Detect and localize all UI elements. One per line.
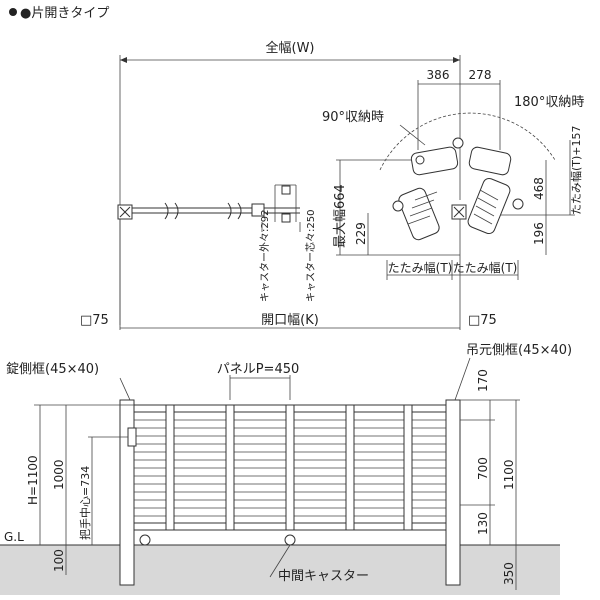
caster-d-icon bbox=[415, 155, 425, 165]
total-width-label: 全幅(W) bbox=[266, 40, 315, 56]
dim-196: 196 bbox=[532, 222, 546, 245]
title: ●片開きタイプ bbox=[20, 6, 109, 21]
folded-slats-1 bbox=[407, 191, 438, 225]
dim-700: 700 bbox=[476, 457, 490, 480]
dim-130: 130 bbox=[476, 512, 490, 535]
dim-468: 468 bbox=[532, 177, 546, 200]
height-h: H=1100 bbox=[26, 455, 40, 505]
mullion bbox=[403, 404, 413, 531]
post-right-label: □75 bbox=[468, 313, 497, 328]
caster-a-icon bbox=[392, 200, 404, 212]
label-90-leader bbox=[399, 124, 426, 146]
caster-box bbox=[251, 203, 265, 217]
folded-panel-180a bbox=[468, 146, 512, 176]
folded-panel-90a bbox=[398, 187, 440, 241]
folded-slats-2 bbox=[473, 189, 499, 225]
folded-t1: たたみ幅(T) bbox=[388, 260, 453, 275]
folded-t157: たたみ幅(T)+157 bbox=[570, 125, 583, 215]
post-right-x2 bbox=[453, 206, 465, 218]
arrow-left-icon bbox=[120, 57, 127, 63]
mullion bbox=[225, 404, 235, 531]
middle-caster-leader bbox=[269, 544, 291, 578]
arrow-right-icon bbox=[453, 57, 460, 63]
dim-170: 170 bbox=[476, 369, 490, 392]
accordion-joints bbox=[164, 202, 242, 220]
hinge-frame-label: 吊元側框(45×40) bbox=[466, 343, 572, 358]
handle-center: 把手中心=734 bbox=[78, 466, 92, 540]
label-90: 90°収納時 bbox=[322, 110, 384, 125]
dim-278: 278 bbox=[469, 68, 492, 82]
middle-caster-icon bbox=[284, 534, 296, 546]
handle bbox=[127, 427, 137, 447]
panel-pitch-label: パネルP=450 bbox=[217, 362, 300, 377]
mullion bbox=[165, 404, 175, 531]
label-180: 180°収納時 bbox=[514, 95, 584, 110]
dim-1000: 1000 bbox=[52, 459, 66, 490]
mullion bbox=[345, 404, 355, 531]
folded-t2: たたみ幅(T) bbox=[453, 260, 518, 275]
post-left-x2 bbox=[119, 206, 131, 218]
caster-left-icon bbox=[139, 534, 151, 546]
hinge-frame-leader bbox=[454, 357, 471, 401]
ground bbox=[0, 545, 560, 595]
middle-caster-label: 中間キャスター bbox=[278, 569, 369, 584]
mullion bbox=[285, 404, 295, 531]
folded-panel-180b bbox=[467, 177, 511, 235]
caster-b-icon bbox=[512, 198, 524, 210]
post-left-label: □75 bbox=[80, 313, 109, 328]
folded-panel-90b bbox=[410, 146, 459, 176]
elevation-view: 錠側框(45×40) パネルP=450 吊元側框(45×40) G.L bbox=[0, 343, 572, 595]
gate-mullions bbox=[165, 404, 413, 531]
bullet-icon bbox=[9, 8, 17, 16]
plan-view: 全幅(W) 386 278 90°収納時 180°収納時 最大幅664 229 … bbox=[80, 40, 584, 330]
caster-wheel-bottom bbox=[281, 213, 291, 223]
lock-frame-label: 錠側框(45×40) bbox=[6, 362, 99, 377]
caster-wheel-top bbox=[281, 185, 291, 195]
post-right-elev bbox=[445, 399, 461, 586]
dim-1100-right: 1100 bbox=[502, 459, 516, 490]
dim-229: 229 bbox=[354, 222, 368, 245]
max-width-label: 最大幅664 bbox=[333, 184, 348, 248]
caster-c-icon bbox=[452, 137, 464, 149]
lock-frame-leader bbox=[119, 377, 131, 401]
folded-panels bbox=[392, 137, 524, 241]
caster-outer: キャスター外々:292 bbox=[259, 210, 271, 302]
dim-350: 350 bbox=[502, 562, 516, 585]
opening-width-label: 開口幅(K) bbox=[261, 313, 319, 328]
caster-center: キャスター芯々:250 bbox=[304, 210, 317, 302]
gl-label: G.L bbox=[4, 530, 24, 544]
dim-386: 386 bbox=[427, 68, 450, 82]
swing-arc bbox=[379, 112, 556, 171]
dim-100: 100 bbox=[52, 549, 66, 572]
